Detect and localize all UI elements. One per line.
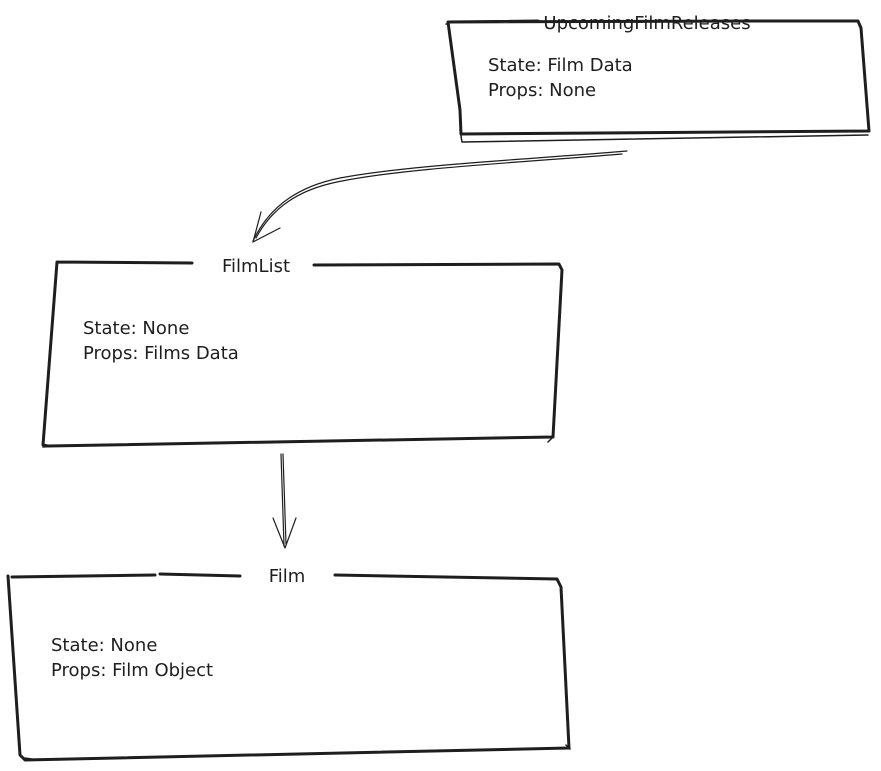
component-box-film[interactable]: Film State: None Props: Film Object xyxy=(6,566,571,762)
connector-line-filmlist-film-2 xyxy=(282,453,287,545)
component-box-upcoming-film-releases[interactable]: UpcomingFilmReleases State: Film Data Pr… xyxy=(445,13,871,143)
component-props-filmlist: Props: Films Data xyxy=(83,343,239,364)
box-frame-filmlist xyxy=(41,260,564,448)
component-title-upcoming: UpcomingFilmReleases xyxy=(543,13,750,34)
connector-line-filmlist-film xyxy=(280,453,285,547)
component-props-upcoming: Props: None xyxy=(488,80,596,101)
connector-filmlist-to-film xyxy=(272,453,297,549)
component-box-filmlist[interactable]: FilmList State: None Props: Films Data xyxy=(41,256,564,448)
connector-line-upcoming-filmlist xyxy=(252,150,628,242)
arrowhead-filmlist-film xyxy=(272,517,297,549)
connector-line-upcoming-filmlist-2 xyxy=(255,153,623,239)
component-title-filmlist: FilmList xyxy=(222,256,290,277)
component-state-filmlist: State: None xyxy=(83,318,189,339)
connector-upcoming-to-filmlist xyxy=(252,150,628,243)
component-props-film: Props: Film Object xyxy=(51,660,213,681)
box-frame-upcoming-thin xyxy=(445,23,869,143)
box-frame-filmlist-thin xyxy=(42,437,553,448)
component-title-film: Film xyxy=(269,566,306,587)
component-state-film: State: None xyxy=(51,635,157,656)
component-state-upcoming: State: Film Data xyxy=(488,55,633,76)
box-frame-upcoming xyxy=(446,19,871,136)
arrowhead-upcoming-filmlist xyxy=(252,211,281,243)
box-frame-film-thin xyxy=(24,744,571,761)
